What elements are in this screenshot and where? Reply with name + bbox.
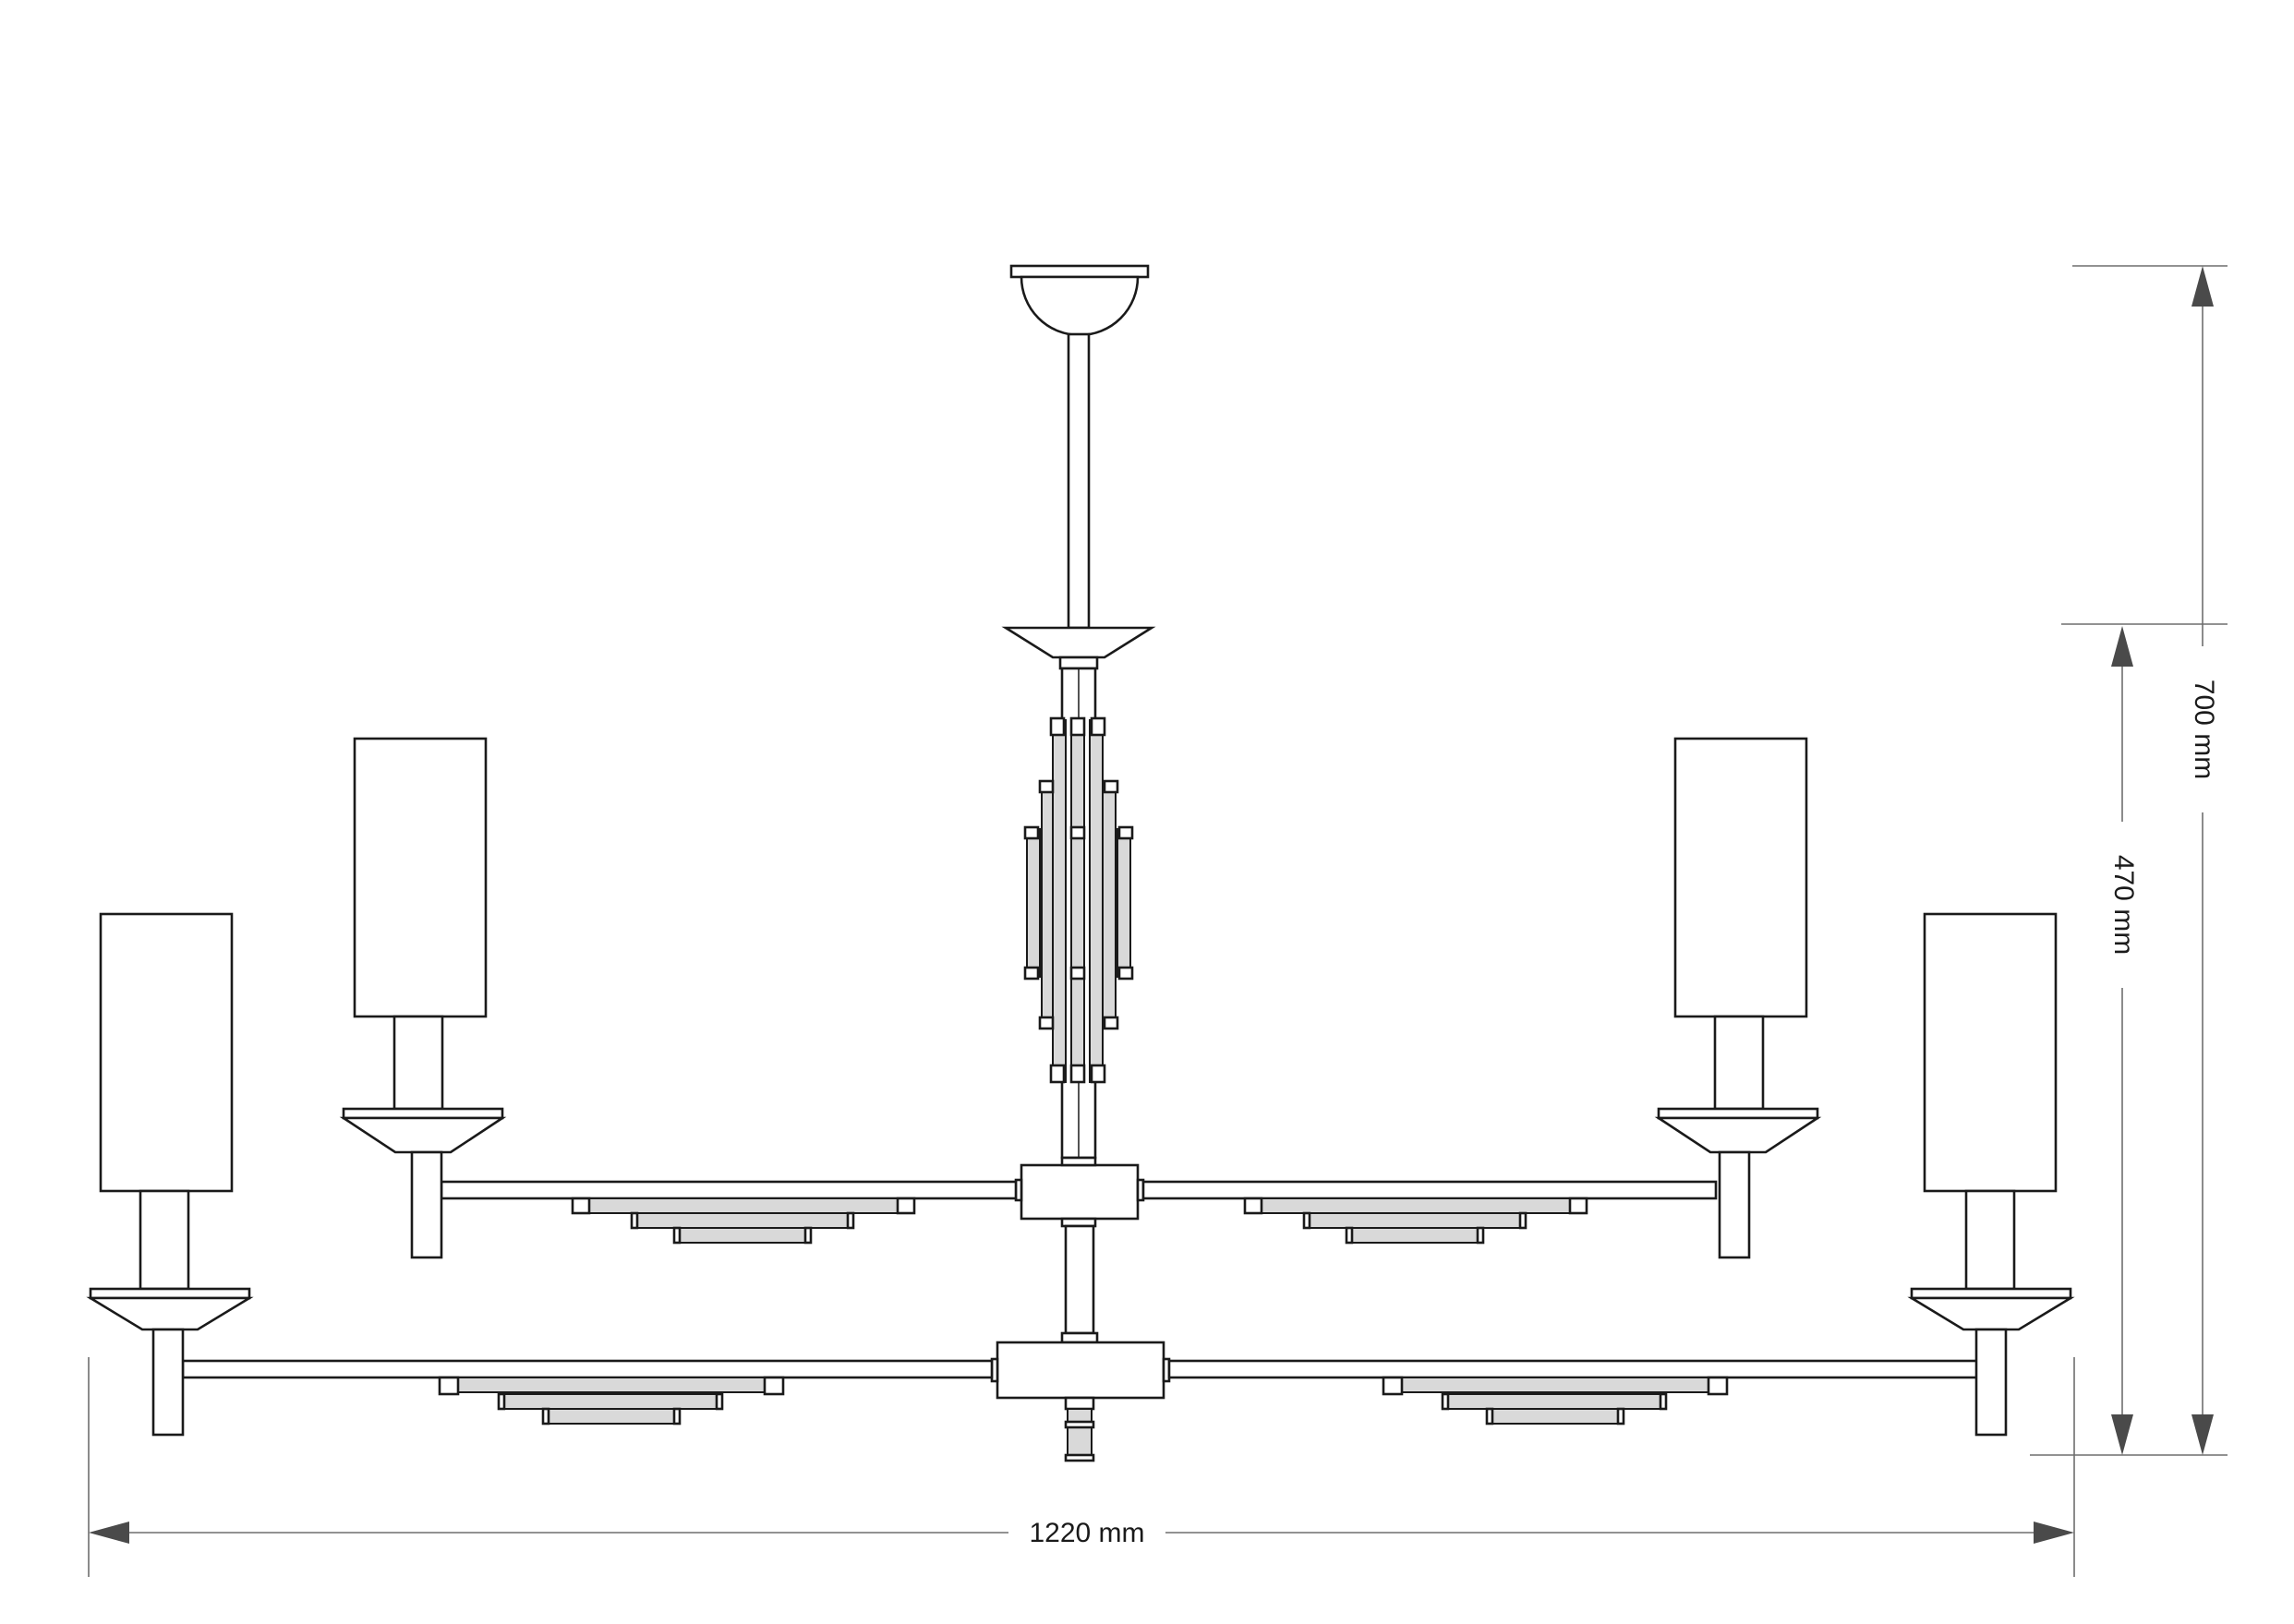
lamp-shade (1923, 912, 2058, 1193)
bottom-finial (1064, 1396, 1095, 1462)
central-glass-cluster (1023, 716, 1134, 1084)
arrow-up-icon (2111, 626, 2133, 667)
arrow-down-icon (2111, 1414, 2133, 1455)
upper-left-lamp (339, 737, 507, 1259)
lower-right-lamp (1907, 912, 2075, 1437)
lamp-shade (1673, 737, 1808, 1018)
lamp-shade (353, 737, 488, 1018)
arrow-up-icon (2191, 266, 2214, 307)
upper-left-glass-tiers (571, 1197, 916, 1245)
lower-left-glass-tiers (438, 1376, 785, 1426)
upper-left-arm (440, 1180, 1018, 1200)
lamp-shade (99, 912, 234, 1193)
upper-right-lamp (1654, 737, 1822, 1259)
lower-left-arm (181, 1359, 994, 1379)
width-label: 1220 mm (1029, 1518, 1144, 1548)
down-rod (1067, 332, 1091, 630)
body-height-dimension: 470 mm (2061, 623, 2228, 1455)
upper-collar (1001, 626, 1156, 670)
lower-hub (996, 1341, 1165, 1400)
width-dimension: 1220 mm (88, 1357, 2075, 1577)
lower-left-lamp (86, 912, 254, 1437)
upper-right-glass-tiers (1243, 1197, 1588, 1245)
arrow-left-icon (89, 1522, 129, 1544)
arrow-right-icon (2034, 1522, 2074, 1544)
upper-right-arm (1141, 1180, 1718, 1200)
lower-right-glass-tiers (1382, 1376, 1729, 1426)
total-height-dimension: 700 mm (2030, 265, 2228, 1456)
total-height-label: 700 mm (2189, 680, 2219, 779)
arrow-down-icon (2191, 1414, 2214, 1455)
lower-right-arm (1167, 1359, 1980, 1379)
ceiling-canopy (1009, 264, 1150, 337)
body-height-label: 470 mm (2108, 855, 2139, 955)
upper-hub (1020, 1163, 1140, 1221)
lower-stem (1064, 1224, 1095, 1335)
